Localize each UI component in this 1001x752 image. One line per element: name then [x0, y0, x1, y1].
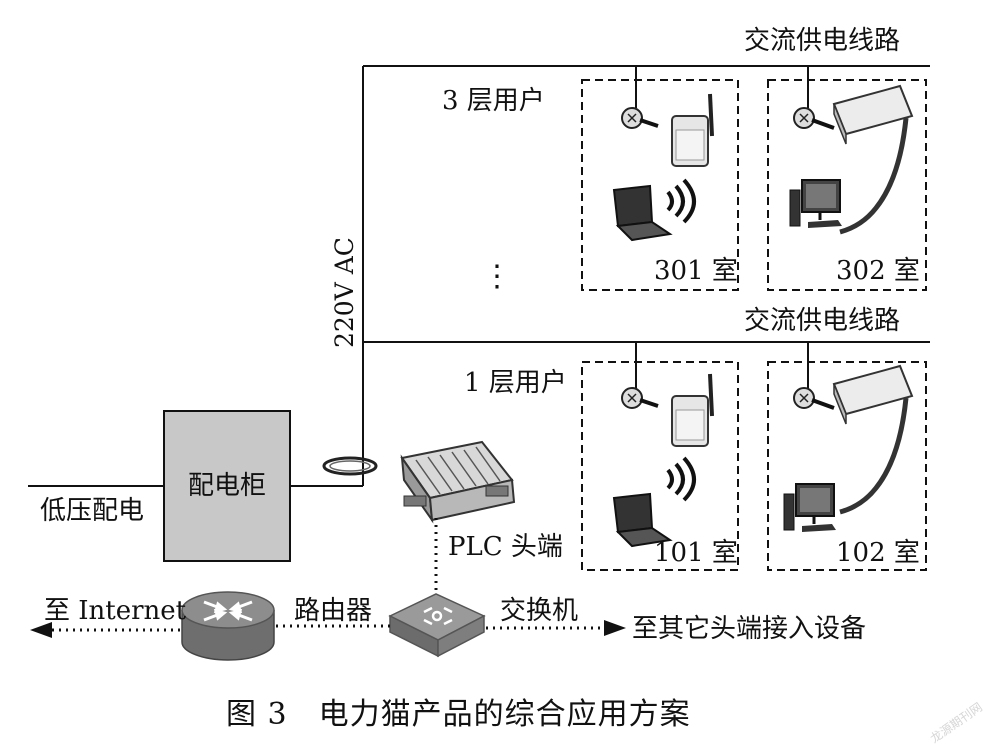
ethernet-cable: [839, 397, 909, 515]
room-boxes: [581, 79, 927, 571]
arrow-left-icon: [30, 622, 52, 638]
desktop-pc-icon: [789, 179, 842, 228]
plc-adapter-icon: [832, 364, 914, 425]
router-icon: [181, 591, 275, 661]
room-302-label: 302 室: [836, 256, 920, 286]
desktop-pc-icon: [783, 483, 836, 532]
room-101-devices: [612, 373, 714, 548]
room-301-label: 301 室: [654, 256, 738, 286]
plc-adapter-wifi-icon: [671, 93, 714, 167]
room-102-devices: [783, 364, 914, 532]
arrow-right-icon: [604, 620, 626, 636]
ac-line-label-top: 交流供电线路: [744, 26, 901, 56]
floor1-users-label: 1 层用户: [464, 368, 567, 398]
outlet-icon: [621, 107, 659, 129]
laptop-icon: [612, 184, 673, 242]
low-voltage-label: 低压配电: [40, 496, 145, 526]
switch-icon: [388, 593, 486, 658]
laptop-icon: [612, 492, 673, 548]
outlet-icon: [793, 387, 835, 410]
to-internet-label: 至 Internet: [44, 596, 187, 626]
cabinet-label: 配电柜: [188, 471, 267, 501]
outlet-icon: [793, 107, 835, 130]
bottom-links: [50, 624, 606, 632]
room-101-box: [581, 361, 739, 571]
room-302-devices: [789, 84, 914, 235]
to-other-devices-label: 至其它头端接入设备: [632, 614, 867, 644]
wifi-signal-icon: [666, 178, 696, 224]
ac-line-label-mid: 交流供电线路: [744, 306, 901, 336]
room-102-box: [767, 361, 927, 571]
outlet-icon: [621, 387, 659, 409]
room-301-box: [581, 79, 739, 291]
room-301-devices: [612, 93, 714, 242]
ellipsis-more-floors: ⋮: [482, 259, 512, 294]
switch-label: 交换机: [500, 596, 579, 626]
room-101-label: 101 室: [654, 538, 738, 568]
plc-head-end-device-icon: [400, 440, 516, 524]
floor3-users-label: 3 层用户: [442, 86, 545, 116]
room-102-label: 102 室: [836, 538, 920, 568]
ethernet-cable: [839, 117, 909, 235]
figure-caption: 图 3 电力猫产品的综合应用方案: [226, 697, 691, 732]
voltage-label: 220V AC: [330, 237, 359, 348]
coupler-ring: [322, 456, 378, 476]
power-lines: [28, 65, 930, 487]
plc-adapter-icon: [832, 84, 914, 145]
room-302-box: [767, 79, 927, 291]
router-label: 路由器: [294, 596, 373, 626]
wifi-signal-icon: [666, 456, 696, 502]
plc-adapter-wifi-icon: [671, 373, 714, 447]
distribution-cabinet: [163, 410, 291, 562]
plc-head-label: PLC 头端: [448, 532, 563, 562]
